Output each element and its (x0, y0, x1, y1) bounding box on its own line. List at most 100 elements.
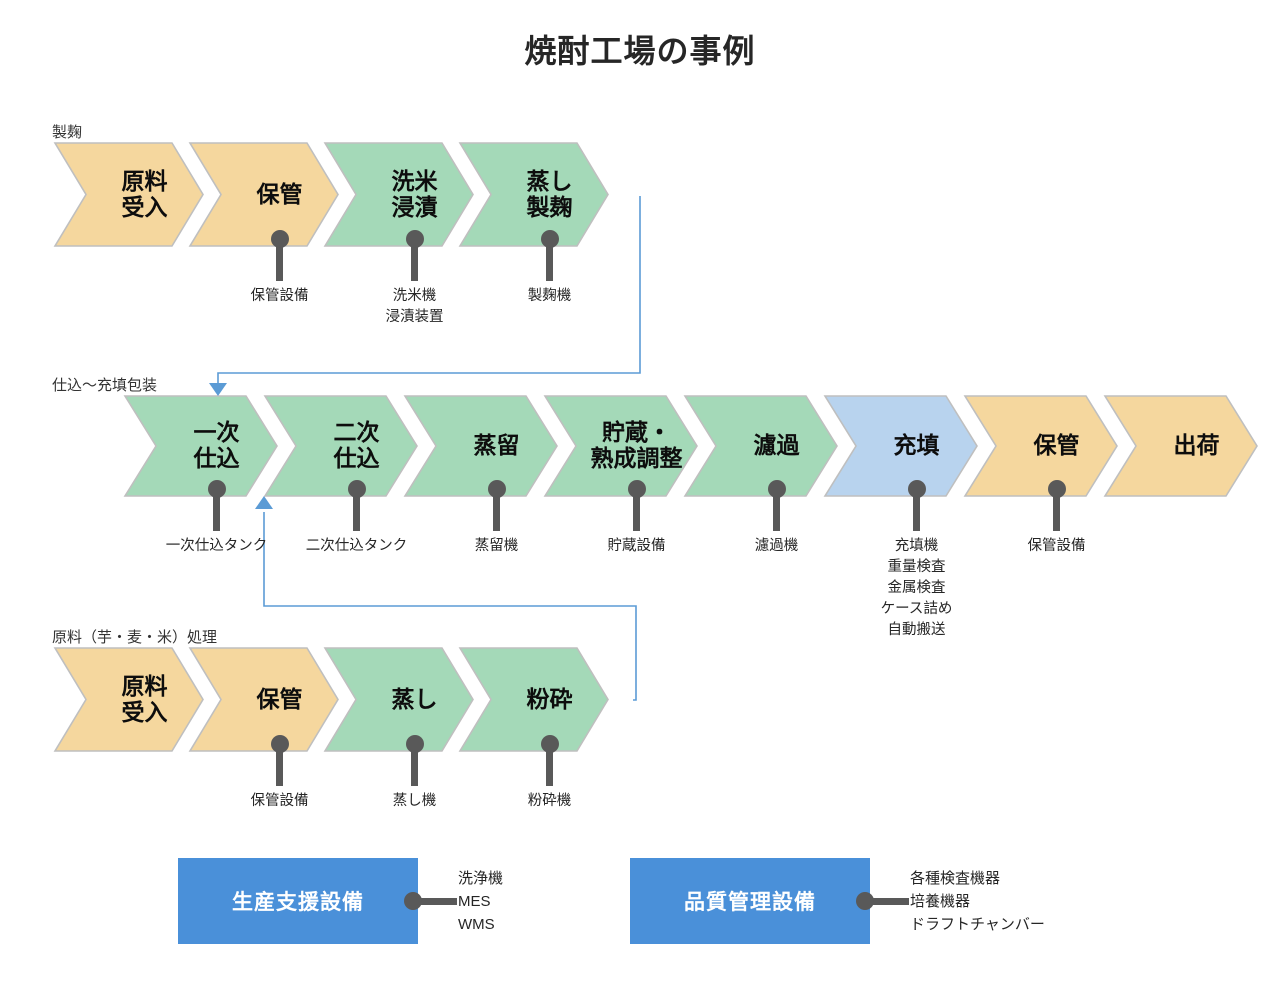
equipment-label-line: 自動搬送 (887, 622, 946, 639)
support-box[interactable]: 品質管理設備 (630, 858, 870, 944)
equipment-label: 洗米機浸漬装置 (330, 286, 500, 328)
equipment-pin-stem (411, 744, 418, 786)
equipment-pin-stem (213, 489, 220, 531)
equipment-label-line: 二次仕込タンク (305, 538, 408, 554)
support-pin-dot (404, 892, 422, 910)
equipment-label: 濾過機 (692, 536, 862, 557)
equipment-pin-stem (411, 239, 418, 281)
process-label: 原料受入 (86, 648, 203, 751)
equipment-pin-stem (353, 489, 360, 531)
equipment-pin-dot (270, 230, 289, 248)
equipment-label: 蒸留機 (412, 536, 582, 557)
process-label-line: 保管 (256, 685, 303, 712)
equipment-pin-stem (546, 239, 553, 281)
support-equipment-label: 洗浄機 MES WMS (458, 867, 503, 937)
process-chevron[interactable] (53, 142, 204, 247)
section-label-3: 原料（芋・麦・米）処理 (52, 629, 218, 646)
equipment-label-line: ケース詰め (880, 601, 953, 618)
equipment-pin-dot (627, 480, 646, 498)
equipment-label: 保管設備 (195, 791, 365, 812)
process-label-line: 一次 (193, 419, 240, 446)
equipment-label-line: 保管設備 (250, 793, 309, 809)
process-chevron[interactable] (188, 647, 339, 752)
equipment-pin-stem (276, 744, 283, 786)
equipment-pin-dot (767, 480, 786, 498)
process-label-line: 製麹 (526, 193, 573, 220)
equipment-label-line: 金属検査 (887, 580, 946, 597)
process-chevron[interactable] (458, 647, 609, 752)
support-box[interactable]: 生産支援設備 (178, 858, 418, 944)
connector-koji-to-shikomi (217, 196, 641, 383)
section-label-1: 製麹 (52, 124, 83, 141)
equipment-pin-stem (546, 744, 553, 786)
equipment-label-line: 重量検査 (887, 559, 946, 576)
support-equipment-line: MES (458, 892, 491, 910)
equipment-pin-dot (347, 480, 366, 498)
equipment-pin-dot (487, 480, 506, 498)
process-chevron[interactable] (323, 647, 474, 752)
support-equipment-line: ドラフトチャンバー (910, 916, 1045, 933)
process-chevron[interactable] (323, 142, 474, 247)
equipment-pin-stem (493, 489, 500, 531)
page-title: 焼酎工場の事例 (524, 33, 756, 69)
process-label-line: 濾過 (753, 432, 800, 459)
connector-arrow-up (255, 496, 273, 509)
process-label-line: 受入 (121, 193, 168, 220)
equipment-pin-stem (276, 239, 283, 281)
process-chevron[interactable] (823, 395, 978, 497)
process-label-line: 熟成調整 (590, 445, 683, 471)
equipment-pin-dot (405, 735, 424, 753)
process-label-line: 蒸留 (473, 432, 520, 459)
process-label: 出荷 (1136, 396, 1257, 496)
equipment-pin-stem (913, 489, 920, 531)
process-chevron[interactable] (188, 142, 339, 247)
equipment-pin-dot (540, 735, 559, 753)
connector-arrow-down (209, 383, 227, 396)
process-chevron[interactable] (683, 395, 838, 497)
process-label-line: 充填 (893, 432, 940, 459)
equipment-label-line: 蒸し機 (392, 793, 437, 809)
support-equipment-line: 培養機器 (910, 892, 971, 910)
equipment-label-line: 保管設備 (1027, 538, 1086, 554)
equipment-label-line: 一次仕込タンク (165, 538, 268, 554)
process-chevron[interactable] (458, 142, 609, 247)
process-chevron[interactable] (123, 395, 278, 497)
support-box-title: 生産支援設備 (232, 891, 364, 914)
process-chevron[interactable] (263, 395, 418, 497)
process-label-line: 保管 (256, 180, 303, 207)
support-equipment-line: 各種検査機器 (910, 869, 1001, 887)
equipment-pin-stem (773, 489, 780, 531)
process-label: 原料受入 (86, 143, 203, 246)
equipment-label-line: 粉砕機 (527, 793, 572, 809)
equipment-pin-dot (270, 735, 289, 753)
equipment-label-line: 貯蔵設備 (607, 538, 666, 554)
equipment-label: 粉砕機 (465, 791, 635, 812)
equipment-label: 保管設備 (972, 536, 1142, 557)
process-label-line: 洗米 (391, 167, 438, 194)
equipment-pin-dot (1047, 480, 1066, 498)
process-chevron[interactable] (53, 647, 204, 752)
support-equipment-line: 洗浄機 (458, 869, 504, 887)
equipment-label: 貯蔵設備 (552, 536, 722, 557)
support-pin-stem (413, 897, 457, 905)
equipment-label: 蒸し機 (330, 791, 500, 812)
equipment-label-line: 浸漬装置 (385, 309, 444, 326)
support-equipment-label: 各種検査機器培養機器ドラフトチャンバー (910, 867, 1045, 937)
process-chevron[interactable] (543, 395, 698, 497)
equipment-pin-dot (907, 480, 926, 498)
process-label-line: 保管 (1033, 432, 1080, 459)
section-label-2: 仕込～充填包装 (52, 377, 158, 394)
equipment-label-line: 製麹機 (527, 288, 572, 304)
process-chevron[interactable] (963, 395, 1118, 497)
process-chevron[interactable] (1103, 395, 1258, 497)
process-label-line: 浸漬 (391, 193, 438, 220)
process-chevron[interactable] (403, 395, 558, 497)
equipment-pin-dot (207, 480, 226, 498)
process-label-line: 原料 (121, 167, 168, 194)
equipment-label: 二次仕込タンク (272, 536, 442, 557)
process-label-line: 受入 (121, 698, 168, 725)
support-box-title: 品質管理設備 (684, 891, 816, 914)
support-equipment-line: WMS (458, 916, 495, 933)
equipment-label: 一次仕込タンク (132, 536, 302, 557)
